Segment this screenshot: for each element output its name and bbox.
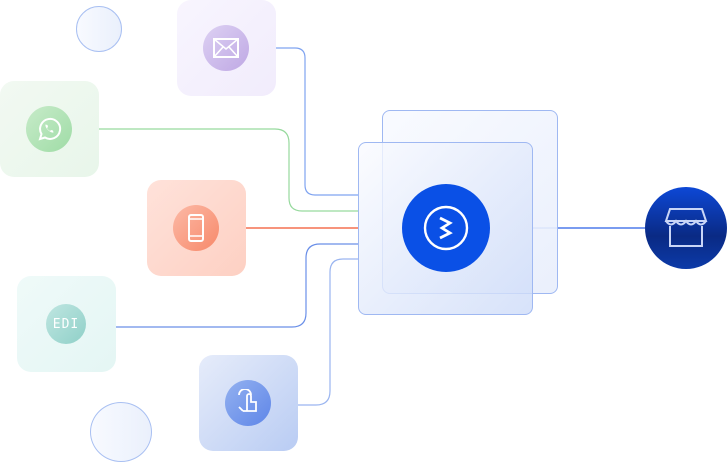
decorative-circle (90, 402, 152, 462)
email-connector (276, 47, 358, 196)
edi-source-card: EDI (17, 276, 116, 372)
decorative-circle (76, 6, 122, 52)
email-source-card (177, 0, 276, 96)
whatsapp-source-card (0, 81, 99, 177)
whatsapp-icon (26, 106, 72, 152)
touch-connector (298, 258, 358, 406)
envelope-icon (203, 25, 249, 71)
edi-label: EDI (52, 316, 80, 332)
storefront-icon (645, 187, 727, 269)
whatsapp-connector (99, 128, 358, 212)
edi-icon: EDI (46, 304, 86, 344)
mobile-source-card (147, 180, 246, 276)
edi-connector (116, 243, 358, 328)
tap-icon (225, 380, 271, 426)
phone-icon (173, 205, 219, 251)
hub-logo-icon (402, 184, 490, 272)
touch-source-card (199, 355, 298, 451)
